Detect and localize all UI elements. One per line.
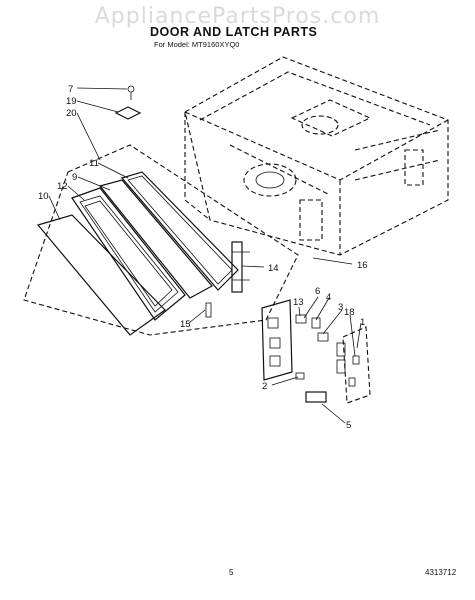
callout-9: 9 (72, 172, 77, 183)
model-number: For Model: MT9160XYQ0 (154, 40, 240, 49)
callout-4: 4 (326, 292, 331, 303)
callout-14: 14 (268, 263, 279, 274)
door-latch-hook (231, 241, 250, 293)
door-glass (98, 179, 213, 299)
callout-15: 15 (180, 319, 191, 330)
page-title: DOOR AND LATCH PARTS (150, 25, 318, 39)
callout-18: 18 (344, 307, 355, 318)
leader-lines (48, 87, 362, 424)
callout-13: 13 (293, 297, 304, 308)
callout-19: 19 (66, 96, 77, 107)
callout-20: 20 (66, 108, 77, 119)
latch-spring (205, 302, 212, 318)
microwave-cavity (184, 56, 449, 256)
document-number: 4313712 (425, 568, 457, 577)
callout-labels: 7 19 20 11 9 12 10 14 15 16 6 13 4 3 18 … (38, 84, 368, 431)
latch-mechanism (261, 299, 371, 404)
callout-3: 3 (338, 302, 343, 313)
callout-2: 2 (262, 381, 267, 392)
door-outer-panel (36, 214, 166, 336)
callout-6: 6 (315, 286, 320, 297)
hinge-assembly (114, 85, 142, 120)
callout-12: 12 (57, 181, 68, 192)
callout-11: 11 (89, 158, 99, 169)
callout-16: 16 (357, 260, 368, 271)
callout-1: 1 (360, 317, 365, 328)
door-frame (71, 187, 186, 321)
page-number: 5 (229, 568, 234, 577)
callout-5: 5 (346, 420, 351, 431)
door-assembly-bracket (23, 144, 299, 336)
callout-7: 7 (68, 84, 73, 95)
callout-10: 10 (38, 191, 49, 202)
door-choke (120, 171, 239, 291)
